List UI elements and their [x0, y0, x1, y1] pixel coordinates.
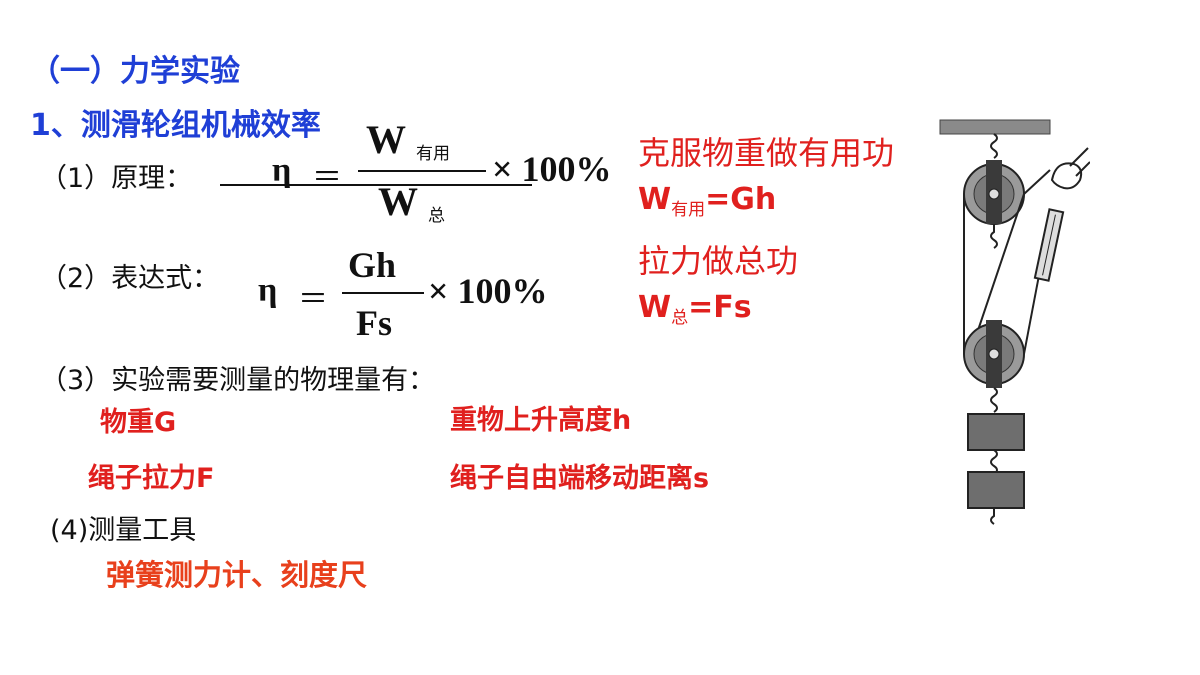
- w-symbol: W: [638, 182, 672, 217]
- w-symbol: W: [366, 117, 406, 162]
- lower-spring: [990, 387, 998, 413]
- principle-numerator: W 有用: [366, 116, 450, 164]
- arm-sleeve: [1069, 147, 1090, 177]
- total-work-formula: W总=Fs: [638, 290, 752, 328]
- expression-numerator: Gh: [348, 245, 397, 285]
- rope-free-end: [1023, 169, 1051, 195]
- expression-times-100: × 100%: [428, 271, 548, 311]
- quantities-label: （3）实验需要测量的物理量有：: [40, 365, 436, 396]
- principle-eta: η: [272, 152, 292, 189]
- principle-fraction-bar: [358, 170, 486, 172]
- useful-subscript: 有用: [416, 144, 450, 163]
- expression-label: （2）表达式：: [40, 263, 220, 294]
- total-subscript: 总: [671, 308, 689, 328]
- tools-list: 弹簧测力计、刻度尺: [106, 558, 368, 592]
- weight-block-upper: [967, 413, 1025, 451]
- upper-hook: [990, 224, 998, 249]
- principle-times-100: × 100%: [492, 149, 612, 189]
- pulley-system-illustration: [939, 119, 1090, 525]
- movable-pulley: [963, 320, 1025, 388]
- useful-work-rhs: =Gh: [705, 182, 777, 217]
- rope-right: [1023, 269, 1041, 355]
- quantity-weight: 物重G: [100, 407, 177, 438]
- experiment-title: 1、测滑轮组机械效率: [30, 108, 321, 143]
- tools-label: (4)测量工具: [50, 515, 197, 546]
- weight-hook: [990, 449, 998, 475]
- principle-underline: [220, 184, 532, 186]
- expression-eta: η: [258, 272, 278, 309]
- expression-equals: ＝: [298, 283, 328, 316]
- expression-denominator: Fs: [356, 303, 392, 343]
- total-work-note: 拉力做总功: [638, 242, 799, 280]
- section-heading: （一）力学实验: [30, 54, 240, 89]
- quantity-rope-distance: 绳子自由端移动距离s: [450, 463, 710, 494]
- expression-fraction-bar: [342, 292, 424, 294]
- w-symbol: W: [638, 290, 672, 325]
- fixed-pulley: [963, 160, 1025, 225]
- top-spring: [990, 133, 998, 159]
- useful-work-note: 克服物重做有用功: [638, 134, 895, 172]
- quantity-height: 重物上升高度h: [450, 405, 632, 436]
- ceiling-beam: [939, 119, 1051, 135]
- principle-label: （1）原理：: [40, 163, 193, 194]
- useful-subscript: 有用: [671, 200, 706, 220]
- total-subscript: 总: [428, 206, 445, 225]
- principle-equals: ＝: [312, 161, 342, 194]
- spring-scale: [1033, 208, 1065, 282]
- bottom-hook: [990, 508, 995, 525]
- total-work-rhs: =Fs: [688, 290, 752, 325]
- weight-block-lower: [967, 471, 1025, 509]
- useful-work-formula: W有用=Gh: [638, 182, 776, 220]
- quantity-pull-force: 绳子拉力F: [88, 463, 215, 494]
- w-symbol: W: [378, 179, 418, 224]
- hand-icon: [1050, 162, 1083, 190]
